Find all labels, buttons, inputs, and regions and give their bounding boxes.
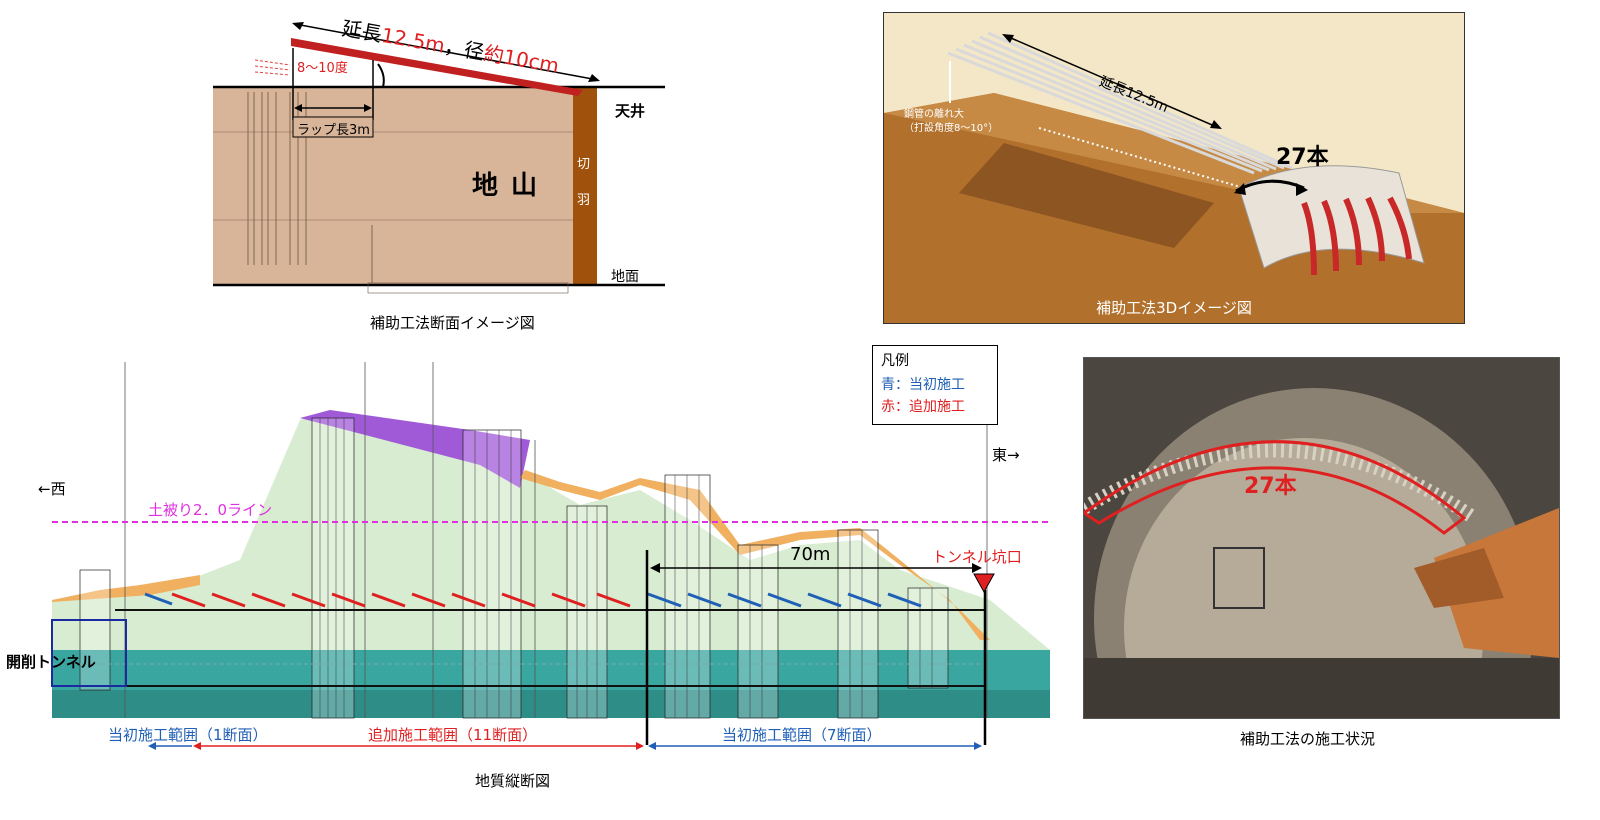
borehole-lines [319, 418, 933, 718]
range-additional: 追加施工範囲（11断面） [368, 726, 538, 744]
tunnel-face [573, 87, 597, 285]
legend-blue: 青：当初施工 [881, 377, 965, 393]
floor-label: 地面 [611, 269, 639, 285]
distance-label: 70m [790, 544, 831, 565]
angle-arc [377, 63, 385, 88]
cut-tunnel-box [51, 619, 127, 687]
section-vertical-lines [213, 92, 573, 294]
portal-marker-icon [973, 573, 995, 594]
view3d-annotation-2: （打設角度8～10°） [904, 123, 999, 134]
length-arrow [294, 23, 599, 81]
east-label: 東→ [992, 446, 1020, 464]
face-label-2: 羽 [577, 193, 591, 208]
photo-count-arc [1084, 440, 1467, 535]
view3d-count-label: 27本 [1276, 145, 1329, 170]
cover-line-label: 土被り2．0ライン [148, 501, 273, 519]
layer-purple [300, 410, 530, 488]
view3d-ribs [1301, 196, 1412, 276]
blue-pipes [144, 592, 922, 608]
layer-orange-mid [520, 470, 990, 640]
view3d-caption: 補助工法3Dイメージ図 [1096, 299, 1252, 317]
red-pipes [171, 592, 631, 608]
view3d-panel: 延長12.5m 鋼管の離れ大 （打設角度8～10°） 27本 補助工法3Dイメー… [883, 12, 1465, 324]
cut-tunnel-label: 開削トンネル [6, 653, 96, 671]
lap-label: ラップ長3m [297, 123, 370, 138]
layer-lower-green [52, 690, 1050, 718]
ground-body [213, 87, 580, 285]
ceiling-label: 天井 [615, 102, 646, 120]
forepole-pipe [291, 38, 583, 96]
old-pipe-dashes [254, 59, 291, 76]
portal-label: トンネル坑口 [932, 548, 1022, 566]
photo-pipe-ring [1084, 443, 1478, 524]
view3d-svg [884, 31, 1464, 323]
view3d-annotation-1: 鋼管の離れ大 [904, 109, 964, 120]
boreholes [79, 417, 949, 719]
layer-orange-west [52, 575, 200, 602]
photo-panel: 27本 [1083, 357, 1560, 719]
range-initial-7: 当初施工範囲（7断面） [722, 726, 882, 744]
section-caption: 補助工法断面イメージ図 [370, 314, 535, 332]
view3d-pipes [947, 31, 1293, 175]
face-label-1: 切 [577, 157, 591, 172]
layer-lightgreen [52, 410, 1050, 650]
photo-count-label: 27本 [1244, 474, 1297, 499]
west-label: ←西 [38, 480, 66, 498]
photo-svg [1084, 358, 1559, 718]
ground-label: 地 山 [472, 171, 540, 201]
range-initial-1: 当初施工範囲（1断面） [108, 726, 268, 744]
legend-red: 赤：追加施工 [881, 399, 965, 415]
photo-caption: 補助工法の施工状況 [1240, 730, 1376, 748]
angle-label: 8～10度 [297, 61, 348, 76]
view3d-dotted [1038, 127, 1245, 189]
legend: 凡例 青：当初施工 赤：追加施工 [872, 345, 998, 425]
legend-title: 凡例 [881, 353, 909, 369]
profile-caption: 地質縦断図 [475, 772, 551, 790]
